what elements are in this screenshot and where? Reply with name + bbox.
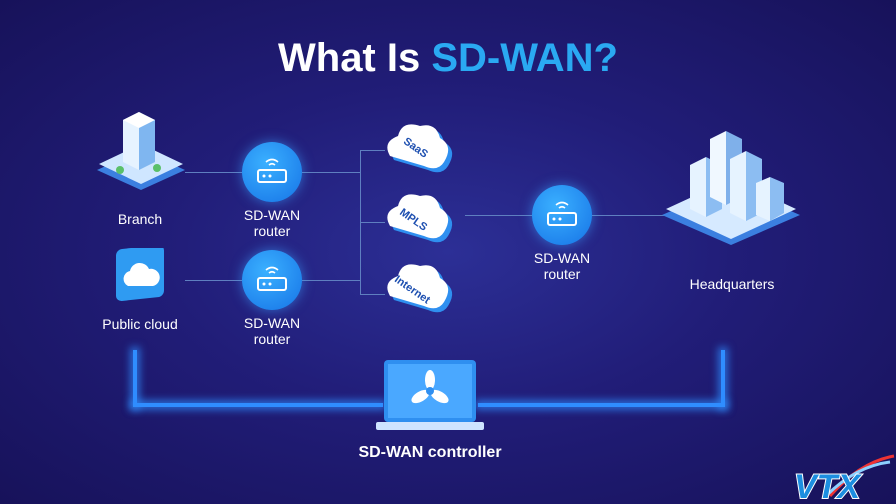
- controller-link-right-h: [478, 403, 725, 407]
- cloud-mpls: MPLS: [380, 192, 460, 257]
- cloud-saas: SaaS: [380, 122, 460, 187]
- controller-laptop-icon: [376, 360, 484, 430]
- vtx-logo: VTX: [793, 454, 895, 504]
- router-icon: [257, 158, 287, 183]
- link-mpls-router3: [465, 215, 532, 216]
- cloud-icon: [387, 124, 453, 173]
- controller-link-right-v: [721, 350, 725, 407]
- page-title: What Is SD-WAN?: [278, 36, 618, 80]
- cloud-icon: [387, 194, 453, 243]
- link-hub-saas: [360, 150, 385, 151]
- router-icon: [547, 201, 577, 226]
- controller-link-left-h: [133, 403, 383, 407]
- link-branch-router: [185, 172, 242, 173]
- public-cloud-icon: [116, 248, 164, 301]
- link-router2-hub: [302, 280, 360, 281]
- link-router3-hq: [592, 215, 664, 216]
- branch-building-icon: [97, 112, 185, 190]
- controller-label: SD-WAN controller: [358, 444, 502, 461]
- cloud-icon: [387, 264, 453, 313]
- cloud-internet: Internet: [380, 262, 460, 327]
- svg-text:VTX: VTX: [794, 468, 862, 504]
- router-3: [532, 185, 592, 245]
- link-hub-mpls: [360, 222, 385, 223]
- headquarters-label: Headquarters: [689, 276, 775, 292]
- link-cloud-router: [185, 280, 242, 281]
- router-2: [242, 250, 302, 310]
- link-hub-internet: [360, 294, 385, 295]
- router-1: [242, 142, 302, 202]
- link-router1-hub: [302, 172, 360, 173]
- headquarters-building-icon: [662, 131, 800, 245]
- public-cloud-label: Public cloud: [102, 316, 178, 332]
- branch-label: Branch: [117, 211, 163, 227]
- router-icon: [257, 266, 287, 291]
- controller-link-left-v: [133, 350, 137, 407]
